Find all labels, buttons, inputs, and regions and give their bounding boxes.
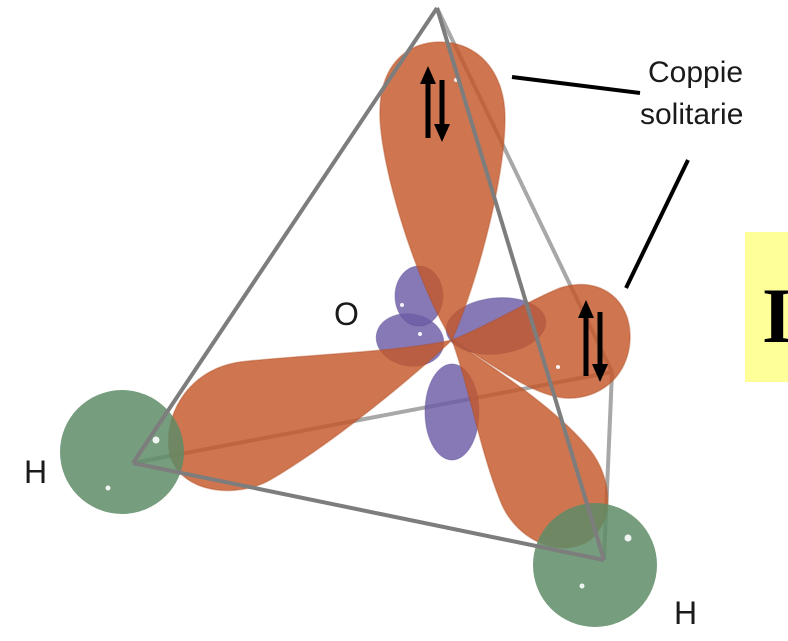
oxygen-label: O <box>334 296 359 332</box>
glint <box>556 365 560 369</box>
lone-pairs-label: Coppie solitarie <box>640 56 743 131</box>
glint <box>106 486 111 491</box>
lone-pairs-label-line2: solitarie <box>640 98 743 131</box>
highlight-box-letter: I <box>762 272 788 359</box>
bond-lobe-left-hydrogen <box>168 340 452 491</box>
hydrogen-sphere-left <box>60 390 184 514</box>
glint <box>400 303 404 307</box>
callout-leader-top <box>512 77 640 93</box>
glint <box>153 437 160 444</box>
lone-pairs-label-line1: Coppie <box>648 56 743 89</box>
glint <box>625 535 632 542</box>
hydrogen-sphere-right <box>533 503 657 627</box>
glint <box>418 332 422 336</box>
glint <box>580 584 585 589</box>
callout-leader-right <box>626 160 688 288</box>
highlight-box: I <box>745 232 788 382</box>
hydrogen-label-left: H <box>24 454 47 490</box>
hydrogen-label-right: H <box>674 595 697 631</box>
